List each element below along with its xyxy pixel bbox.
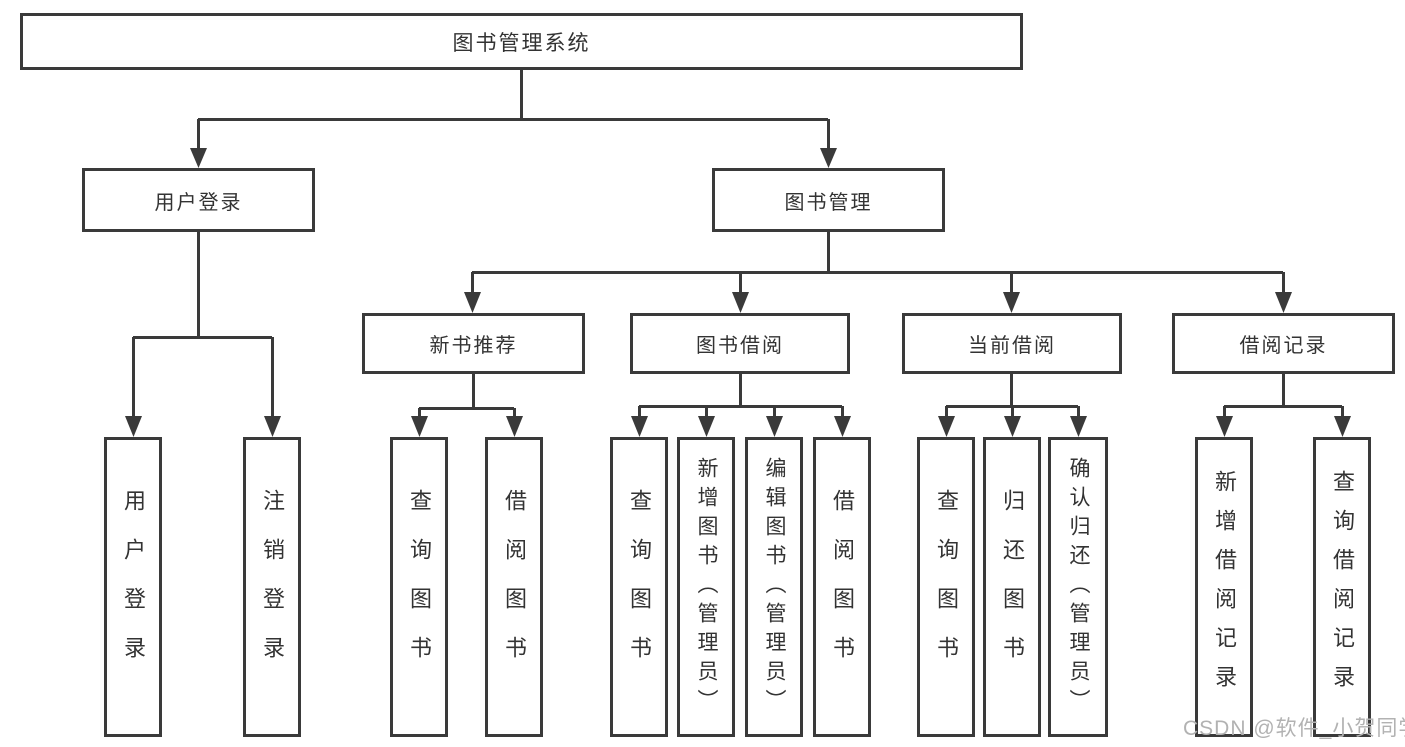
node-library-management-system: 图书管理系统 bbox=[20, 13, 1023, 70]
node-borrow-record: 借阅记录 bbox=[1172, 313, 1395, 374]
node-leaf-borrow-books-1: 借阅图书 bbox=[485, 437, 543, 737]
node-label: 新书推荐 bbox=[429, 335, 518, 357]
node-user-login-branch: 用户登录 bbox=[82, 168, 315, 232]
node-label: 查询图书 bbox=[407, 489, 432, 685]
node-leaf-logout: 注销登录 bbox=[243, 437, 301, 737]
node-leaf-add-book-admin: 新增图书（管理员） bbox=[677, 437, 735, 737]
node-label: 查询图书 bbox=[627, 489, 652, 685]
node-book-management-branch: 图书管理 bbox=[712, 168, 945, 232]
node-book-borrow: 图书借阅 bbox=[630, 313, 850, 374]
node-leaf-query-books-1: 查询图书 bbox=[390, 437, 448, 737]
node-current-borrow: 当前借阅 bbox=[902, 313, 1122, 374]
node-label: 用户登录 bbox=[154, 191, 243, 214]
node-leaf-edit-book-admin: 编辑图书（管理员） bbox=[745, 437, 803, 737]
node-label: 编辑图书（管理员） bbox=[763, 456, 786, 718]
node-leaf-query-books-2: 查询图书 bbox=[610, 437, 668, 737]
node-label: 借阅图书 bbox=[830, 489, 855, 685]
node-label: 查询图书 bbox=[934, 489, 959, 685]
node-label: 注销登录 bbox=[260, 489, 285, 685]
node-new-book-recommend: 新书推荐 bbox=[362, 313, 585, 374]
node-leaf-return-book: 归还图书 bbox=[983, 437, 1041, 737]
node-leaf-user-login: 用户登录 bbox=[104, 437, 162, 737]
node-leaf-confirm-return-admin: 确认归还（管理员） bbox=[1048, 437, 1108, 737]
node-label: 当前借阅 bbox=[968, 335, 1056, 357]
node-label: 图书管理 bbox=[784, 191, 873, 214]
node-label: 确认归还（管理员） bbox=[1067, 456, 1090, 718]
node-label: 归还图书 bbox=[1000, 489, 1025, 685]
node-label: 图书管理系统 bbox=[452, 31, 591, 55]
node-label: 新增借阅记录 bbox=[1212, 470, 1237, 704]
node-leaf-query-borrow-record: 查询借阅记录 bbox=[1313, 437, 1371, 737]
csdn-watermark: CSDN @软件_小贺同学 bbox=[1183, 717, 1405, 740]
node-label: 图书借阅 bbox=[696, 335, 784, 357]
node-leaf-add-borrow-record: 新增借阅记录 bbox=[1195, 437, 1253, 737]
node-label: 借阅记录 bbox=[1239, 335, 1328, 357]
node-leaf-borrow-books-2: 借阅图书 bbox=[813, 437, 871, 737]
node-label: 新增图书（管理员） bbox=[695, 456, 718, 718]
node-label: 查询借阅记录 bbox=[1330, 470, 1355, 704]
node-leaf-query-books-3: 查询图书 bbox=[917, 437, 975, 737]
node-label: 借阅图书 bbox=[502, 489, 527, 685]
node-label: 用户登录 bbox=[121, 489, 146, 685]
